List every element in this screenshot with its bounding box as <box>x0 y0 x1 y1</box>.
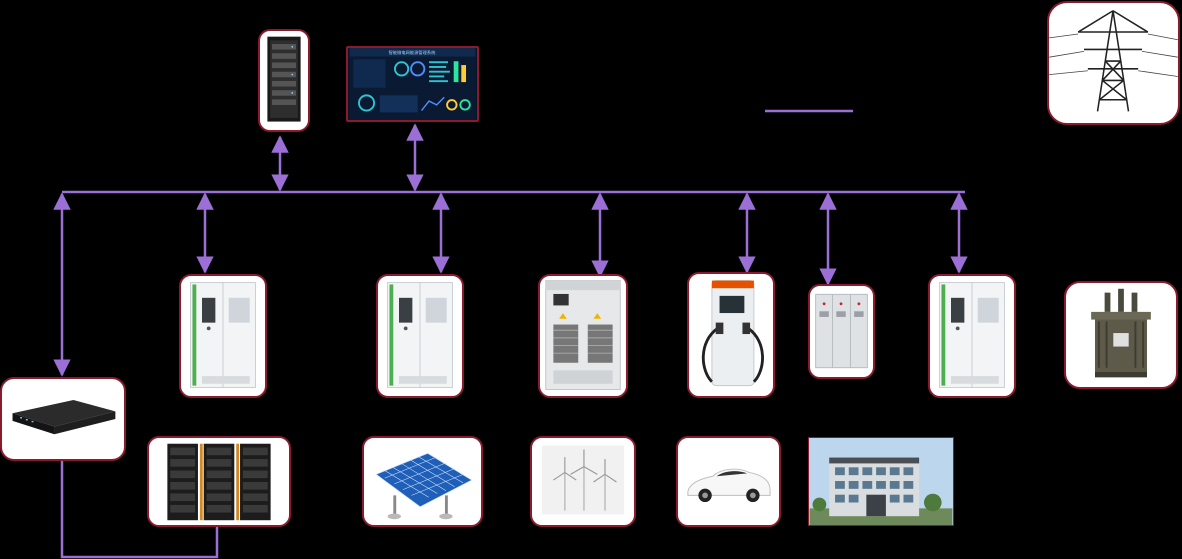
ev-charger-node[interactable] <box>687 272 775 398</box>
solar-panel-icon <box>375 452 473 520</box>
monitor-dashboard-icon: 智能微电网能源管理系统 <box>349 48 476 120</box>
transformer-icon <box>1091 288 1151 378</box>
power-cabinet-icon <box>939 282 1005 389</box>
building-load-node[interactable] <box>808 437 954 526</box>
ev-charger-icon <box>701 280 764 387</box>
inverter-cabinet-icon <box>545 280 621 390</box>
pcs-cabinet-1-node[interactable] <box>179 274 267 398</box>
transformer-node[interactable] <box>1064 281 1178 389</box>
gateway-node[interactable] <box>0 377 126 461</box>
server-rack-node[interactable] <box>258 29 310 132</box>
solar-panel-node[interactable] <box>362 436 483 527</box>
dashboard-title: 智能微电网能源管理系统 <box>389 49 437 56</box>
wind-turbine-icon <box>541 445 625 515</box>
transmission-tower-icon <box>1049 10 1178 112</box>
gateway-device-icon <box>12 399 116 435</box>
wind-turbines-node[interactable] <box>530 436 636 527</box>
pcs-cabinet-3-node[interactable] <box>928 274 1016 398</box>
inverter-cabinet-node[interactable] <box>538 274 628 398</box>
power-tower-node[interactable] <box>1047 1 1180 125</box>
ems-dashboard-node[interactable]: 智能微电网能源管理系统 <box>346 46 479 122</box>
link-gateway-battery <box>60 460 219 559</box>
building-icon <box>809 457 953 525</box>
power-cabinet-icon <box>387 282 453 389</box>
electric-vehicle-node[interactable] <box>676 436 781 527</box>
distribution-cabinet-node[interactable] <box>808 284 875 379</box>
power-cabinet-icon <box>190 282 256 389</box>
pcs-cabinet-2-node[interactable] <box>376 274 464 398</box>
battery-rack-icon <box>167 443 271 521</box>
distribution-cabinet-icon <box>815 293 868 369</box>
battery-storage-node[interactable] <box>147 436 291 527</box>
server-rack-icon <box>267 36 301 122</box>
electric-car-icon <box>687 468 771 503</box>
